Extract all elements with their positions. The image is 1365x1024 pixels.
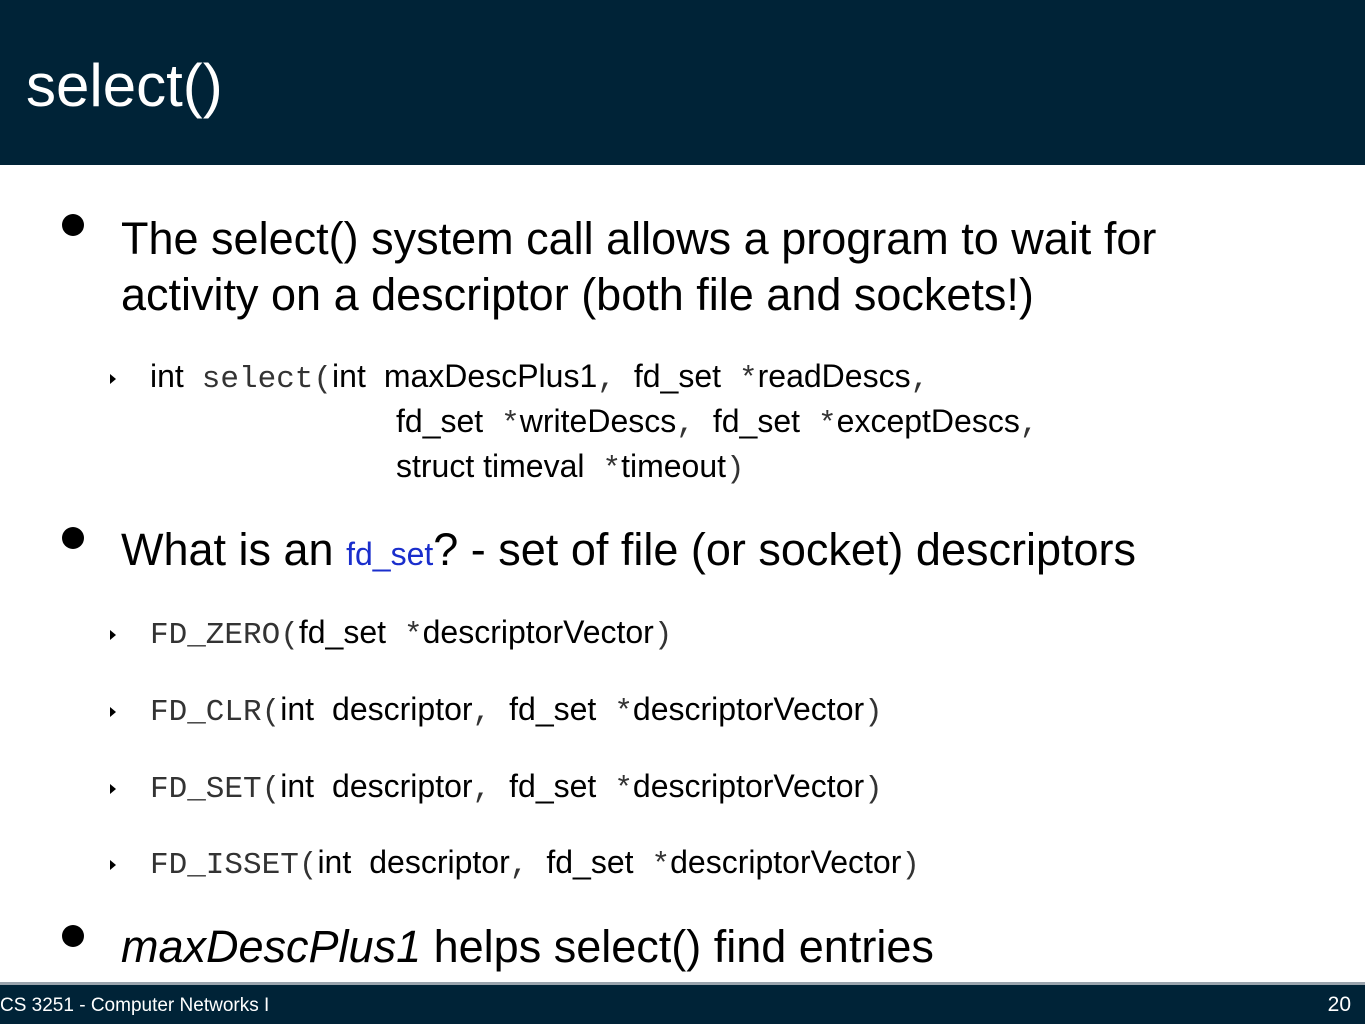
pointer-star: * bbox=[614, 772, 633, 807]
param-name: descriptorVector bbox=[632, 691, 865, 727]
fd-clr-line: FD_CLR(int descriptor, fd_set *descriptorVe… bbox=[150, 689, 883, 733]
param-name: descriptor bbox=[332, 691, 473, 727]
bullet-dot bbox=[62, 925, 84, 947]
close-paren: ) bbox=[726, 452, 745, 487]
comma: , bbox=[910, 362, 930, 397]
comma: , bbox=[472, 695, 492, 730]
bullet-1-line-1: The select() system call allows a progra… bbox=[121, 213, 1157, 264]
sub-bullet-arrow-icon bbox=[110, 707, 116, 717]
page-number: 20 bbox=[1327, 993, 1351, 1016]
bullet-dot bbox=[62, 527, 84, 549]
max-desc-term: maxDescPlus1 bbox=[121, 921, 422, 972]
pointer-star: * bbox=[818, 407, 837, 442]
param-type: fd_set bbox=[509, 691, 597, 727]
param-name: descriptorVector bbox=[670, 844, 902, 880]
macro-name: FD_CLR( bbox=[150, 695, 281, 730]
fd-set-line: FD_SET(int descriptor, fd_set *descriptorVe… bbox=[150, 766, 883, 810]
param-type: int bbox=[280, 691, 315, 727]
macro-name: FD_SET( bbox=[150, 772, 281, 807]
param-name: descriptor bbox=[369, 844, 510, 880]
param-name: writeDescs bbox=[519, 403, 677, 439]
bullet-2-prefix: What is an bbox=[121, 524, 347, 575]
slide-title: select() bbox=[26, 52, 223, 119]
bullet-1-line-2: activity on a descriptor (both file and … bbox=[121, 269, 1034, 320]
fd-zero-line: FD_ZERO(fd_set *descriptorVector) bbox=[150, 612, 672, 656]
course-label: CS 3251 - Computer Networks I bbox=[0, 995, 270, 1016]
param-name: descriptorVector bbox=[422, 614, 654, 650]
comma: , bbox=[1019, 407, 1039, 442]
title-bar: select() bbox=[0, 0, 1365, 165]
bullet-3-suffix: helps select() find entries bbox=[421, 921, 934, 972]
pointer-star: * bbox=[651, 848, 671, 883]
param-name: timeout bbox=[621, 448, 727, 484]
pointer-star: * bbox=[501, 407, 520, 442]
comma: , bbox=[509, 848, 529, 883]
param-type: fd_set bbox=[546, 844, 634, 880]
footer-bar: CS 3251 - Computer Networks I 20 bbox=[0, 982, 1365, 1024]
close-paren: ) bbox=[653, 618, 673, 653]
param-type: fd_set bbox=[712, 403, 801, 439]
sub-bullet-arrow-icon bbox=[110, 374, 116, 384]
param-type: fd_set bbox=[633, 358, 722, 394]
param-type: int bbox=[332, 358, 366, 394]
function-name: select( bbox=[201, 362, 333, 397]
sub-bullet-arrow-icon bbox=[110, 784, 116, 794]
param-type: int bbox=[317, 844, 352, 880]
param-name: exceptDescs bbox=[836, 403, 1020, 439]
param-type: fd_set bbox=[509, 768, 597, 804]
macro-name: FD_ZERO( bbox=[150, 618, 299, 653]
param-name: descriptorVector bbox=[632, 768, 865, 804]
close-paren: ) bbox=[864, 695, 883, 730]
bullet-dot bbox=[62, 214, 84, 236]
return-type: int bbox=[150, 358, 184, 394]
bullet-2: What is an fd_set? - set of file (or soc… bbox=[121, 521, 1136, 583]
bullet-2-suffix: ? - set of file (or socket) descriptors bbox=[433, 524, 1136, 575]
macro-name: FD_ISSET( bbox=[150, 848, 318, 883]
close-paren: ) bbox=[901, 848, 920, 883]
fd-isset-line: FD_ISSET(int descriptor, fd_set *descriptor… bbox=[150, 842, 920, 886]
pointer-star: * bbox=[602, 452, 622, 487]
close-paren: ) bbox=[864, 772, 883, 807]
sub-bullet-arrow-icon bbox=[110, 630, 116, 640]
param-name: maxDescPlus1 bbox=[383, 358, 598, 394]
param-name: descriptor bbox=[332, 768, 473, 804]
select-signature-line-3: struct timeval *timeout) bbox=[396, 446, 745, 490]
pointer-star: * bbox=[739, 362, 758, 397]
fd-set-term: fd_set bbox=[346, 536, 434, 572]
param-type: int bbox=[280, 768, 315, 804]
select-signature-line-2: fd_set*writeDescs,fd_set*exceptDescs, bbox=[396, 401, 1038, 445]
sub-bullet-arrow-icon bbox=[110, 860, 116, 870]
param-type: fd_set bbox=[396, 403, 484, 439]
param-type: struct timeval bbox=[396, 448, 585, 484]
bullet-3: maxDescPlus1 helps select() find entries bbox=[121, 918, 934, 975]
param-name: readDescs bbox=[757, 358, 911, 394]
pointer-star: * bbox=[404, 618, 423, 653]
pointer-star: * bbox=[614, 695, 633, 730]
comma: , bbox=[676, 407, 695, 442]
comma: , bbox=[597, 362, 616, 397]
param-type: fd_set bbox=[298, 614, 386, 650]
comma: , bbox=[472, 772, 492, 807]
